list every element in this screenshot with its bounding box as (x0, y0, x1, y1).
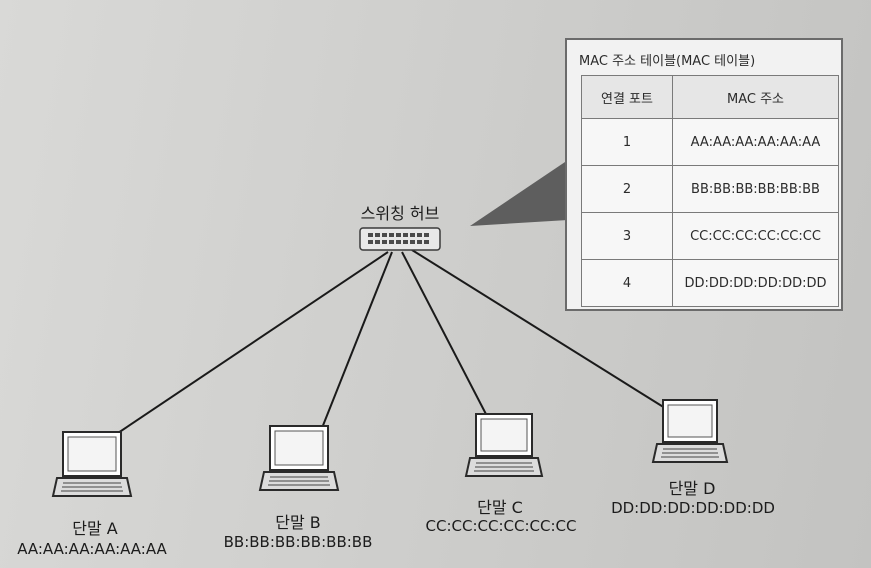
laptop-d-icon (651, 399, 729, 463)
cable-c (401, 251, 489, 419)
port-cell: 3 (581, 212, 673, 260)
mac-cell: BB:BB:BB:BB:BB:BB (672, 165, 839, 213)
callout-pointer (470, 160, 568, 226)
hub-label: 스위칭 허브 (360, 204, 440, 223)
terminal-a-name: 단말 A (72, 519, 118, 538)
table-row: 3 CC:CC:CC:CC:CC:CC (581, 212, 839, 260)
cable-a (117, 251, 389, 434)
cable-d (411, 249, 666, 409)
column-header-mac: MAC 주소 (672, 75, 839, 119)
table-row: 1 AA:AA:AA:AA:AA:AA (581, 118, 839, 166)
port-cell: 1 (581, 118, 673, 166)
terminal-c-name: 단말 C (477, 498, 523, 517)
laptop-a-icon (51, 431, 133, 497)
laptop-b-icon (258, 425, 340, 491)
mac-table-title: MAC 주소 테이블(MAC 테이블) (579, 54, 756, 69)
column-header-port: 연결 포트 (581, 75, 673, 119)
port-cell: 2 (581, 165, 673, 213)
table-row: 4 DD:DD:DD:DD:DD:DD (581, 259, 839, 307)
switching-hub-icon (359, 227, 441, 251)
mac-address-table: 연결 포트 MAC 주소 1 AA:AA:AA:AA:AA:AA 2 BB:BB… (581, 75, 839, 307)
mac-table-panel: MAC 주소 테이블(MAC 테이블) 연결 포트 MAC 주소 1 AA:AA… (565, 38, 843, 311)
cable-b (321, 251, 393, 429)
mac-cell: DD:DD:DD:DD:DD:DD (672, 259, 839, 307)
terminal-b-mac: BB:BB:BB:BB:BB:BB (223, 533, 373, 551)
terminal-a-mac: AA:AA:AA:AA:AA:AA (17, 540, 167, 558)
mac-cell: AA:AA:AA:AA:AA:AA (672, 118, 839, 166)
terminal-b-name: 단말 B (275, 513, 321, 532)
terminal-d-mac: DD:DD:DD:DD:DD:DD (611, 499, 775, 517)
mac-cell: CC:CC:CC:CC:CC:CC (672, 212, 839, 260)
port-cell: 4 (581, 259, 673, 307)
table-row: 2 BB:BB:BB:BB:BB:BB (581, 165, 839, 213)
terminal-c-mac: CC:CC:CC:CC:CC:CC (425, 517, 577, 535)
laptop-c-icon (464, 413, 544, 477)
table-header-row: 연결 포트 MAC 주소 (581, 75, 839, 119)
terminal-d-name: 단말 D (668, 479, 716, 498)
